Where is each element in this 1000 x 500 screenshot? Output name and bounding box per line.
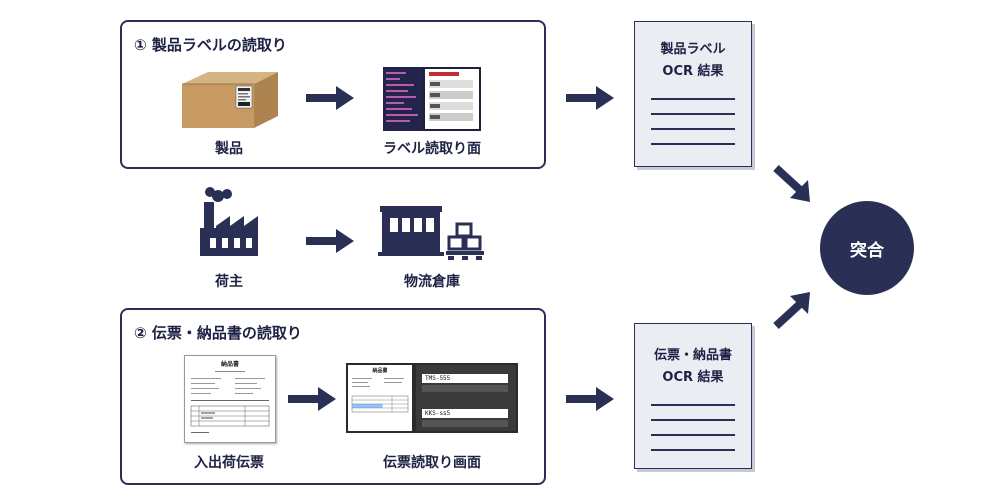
doc-line <box>651 449 735 451</box>
slip-document-image: 納品書 <box>184 355 276 443</box>
product-box-image <box>182 72 278 128</box>
slip-doc-title: 納品書 <box>220 361 239 368</box>
screen-doc-title: 納品書 <box>372 368 388 374</box>
slip-read-screen-label: 伝票読取り画面 <box>383 455 481 471</box>
warehouse-label: 物流倉庫 <box>404 274 460 290</box>
field-input-2b <box>422 420 508 427</box>
doc-title-line1: 製品ラベル <box>660 42 726 57</box>
field-input-1b <box>422 385 508 392</box>
doc-title-line1: 伝票・納品書 <box>653 348 732 363</box>
doc-line <box>651 143 735 145</box>
panel-title: ② 伝票・納品書の読取り <box>134 324 302 342</box>
label-read-screen-label: ラベル読取り面 <box>383 141 481 157</box>
product-ocr-result-doc: 製品ラベル OCR 結果 <box>634 21 752 167</box>
product-label: 製品 <box>215 141 243 157</box>
arrow-right-icon <box>288 387 336 411</box>
panel-title: ① 製品ラベルの読取り <box>134 36 287 54</box>
arrow-right-icon <box>306 229 354 253</box>
arrow-down-right-icon <box>773 165 810 202</box>
slip-label: 入出荷伝票 <box>194 455 264 471</box>
doc-line <box>651 98 735 100</box>
doc-line <box>651 404 735 406</box>
slip-ocr-result-doc: 伝票・納品書 OCR 結果 <box>634 323 752 469</box>
doc-line <box>651 113 735 115</box>
screen-field-panel: TMS-555 KKS-ss5 <box>416 365 516 431</box>
arrow-right-icon <box>306 86 354 110</box>
doc-line <box>651 128 735 130</box>
screen-doc-preview: 納品書 <box>348 365 412 431</box>
doc-title-line2: OCR 結果 <box>662 370 724 385</box>
arrow-up-right-icon <box>773 292 810 329</box>
field-input-1: TMS-555 <box>422 374 508 383</box>
label-read-screen-image <box>383 67 481 131</box>
factory-icon <box>200 187 258 256</box>
shipper-label: 荷主 <box>215 274 243 290</box>
doc-line <box>651 419 735 421</box>
match-node: 突合 <box>820 201 914 295</box>
field-input-2: KKS-ss5 <box>422 409 508 418</box>
doc-title-line2: OCR 結果 <box>662 64 724 79</box>
slip-read-screen-image: 納品書 TMS-555 KKS-ss5 <box>346 363 518 433</box>
arrow-right-icon <box>566 86 614 110</box>
warehouse-icon <box>378 206 484 260</box>
match-label: 突合 <box>850 240 884 261</box>
arrow-right-icon <box>566 387 614 411</box>
doc-line <box>651 434 735 436</box>
